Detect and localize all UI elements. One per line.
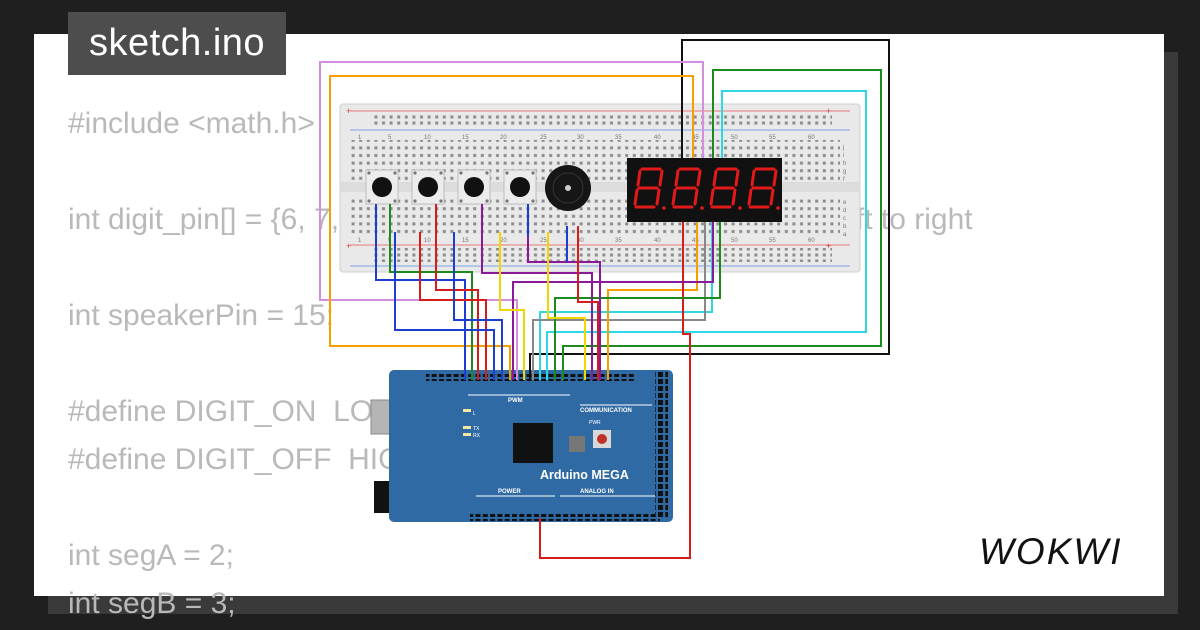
communication-label: COMMUNICATION — [580, 408, 632, 414]
bb-plus: + — [346, 106, 351, 116]
bb-row-label: c — [843, 216, 846, 222]
led-rx-label: RX — [473, 433, 481, 439]
bb-col-label: 20 — [500, 238, 507, 244]
bb-row-label: a — [843, 232, 847, 238]
wokwi-logo: WOKWI — [979, 531, 1123, 572]
bb-plus: + — [826, 241, 831, 251]
bb-col-label: 45 — [692, 238, 699, 244]
bb-col-label: 20 — [500, 135, 507, 141]
board-name: Arduino MEGA — [540, 468, 629, 482]
analog-in-label: ANALOG IN — [580, 489, 614, 495]
bb-row-label: g — [843, 169, 846, 175]
power-label: POWER — [498, 489, 521, 495]
bb-col-label: 60 — [808, 135, 815, 141]
bb-col-label: 55 — [769, 238, 776, 244]
bb-col-label: 35 — [615, 238, 622, 244]
bb-row-label: i — [843, 153, 844, 159]
filename-tab: sketch.ino — [68, 12, 286, 75]
bb-col-label: 50 — [731, 135, 738, 141]
bb-row-label: e — [843, 200, 847, 206]
seven-segment-display — [627, 158, 782, 222]
bb-col-label: 10 — [424, 238, 431, 244]
bb-col-label: 40 — [654, 135, 661, 141]
led-l-label: L — [473, 411, 476, 417]
buzzer — [545, 165, 591, 211]
bb-col-label: 25 — [540, 238, 547, 244]
code-line: int speakerPin = 15; — [68, 299, 335, 332]
pwm-label: PWM — [508, 398, 523, 404]
bb-col-label: 35 — [615, 135, 622, 141]
bb-plus: + — [826, 106, 831, 116]
bb-col-label: 10 — [424, 135, 431, 141]
bb-col-label: 30 — [577, 135, 584, 141]
bb-row-label: j — [842, 145, 844, 151]
bb-col-label: 40 — [654, 238, 661, 244]
push-button[interactable] — [503, 169, 537, 205]
bb-col-label: 45 — [692, 135, 699, 141]
push-button[interactable] — [457, 169, 491, 205]
bb-row-label: f — [843, 177, 845, 183]
push-button[interactable] — [365, 169, 399, 205]
code-line: #define DIGIT_OFF HIGH — [68, 443, 424, 476]
pwr-label: PWR — [589, 420, 601, 426]
bb-row-label: d — [843, 208, 846, 214]
arduino-mega-board: PWM COMMUNICATION POWER ANALOG IN Arduin… — [370, 370, 673, 522]
bb-plus: + — [346, 241, 351, 251]
logo-text: WOKWI — [979, 531, 1123, 572]
wires — [319, 39, 890, 559]
code-line: int segB = 3; — [68, 587, 236, 620]
bb-col-label: 15 — [462, 135, 469, 141]
bb-col-label: 30 — [577, 238, 584, 244]
code-line: int segA = 2; — [68, 539, 234, 572]
led-tx-label: TX — [473, 426, 480, 432]
code-line: #include <math.h> — [68, 107, 315, 140]
bb-col-label: 25 — [540, 135, 547, 141]
bb-col-label: 1 — [358, 238, 362, 244]
bb-col-label: 1 — [358, 135, 362, 141]
push-button[interactable] — [411, 169, 445, 205]
bb-col-label: 55 — [769, 135, 776, 141]
bb-col-label: 50 — [731, 238, 738, 244]
bb-col-label: 60 — [808, 238, 815, 244]
bb-row-label: h — [843, 161, 846, 167]
bb-row-label: b — [843, 224, 847, 230]
bb-col-label: 5 — [388, 135, 392, 141]
bb-col-label: 15 — [462, 238, 469, 244]
